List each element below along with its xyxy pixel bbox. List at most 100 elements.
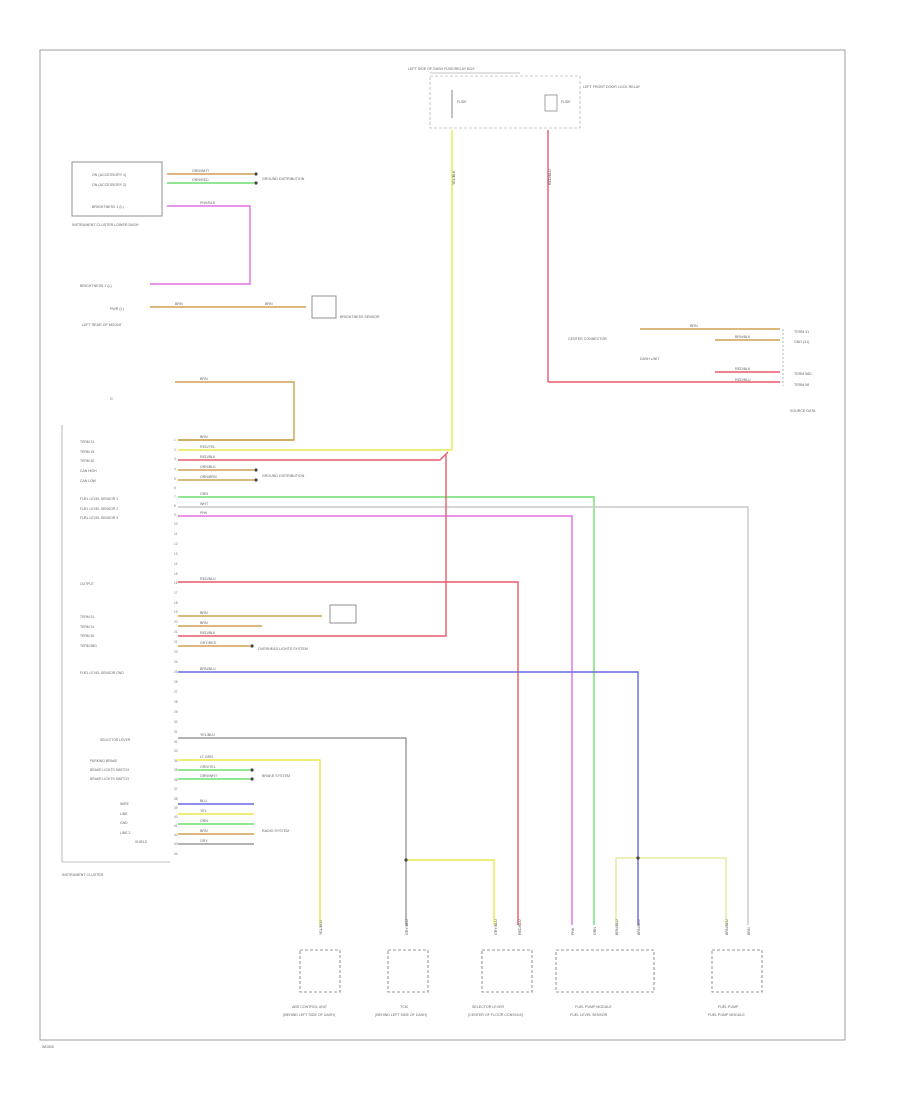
cluster-wire-label: RED/BLK bbox=[200, 455, 216, 459]
wire-6-label: BRN bbox=[200, 377, 208, 381]
upper-dest-label: GROUND DISTRIBUTION bbox=[262, 177, 305, 181]
fuel-pump-title: FUEL PUMP bbox=[718, 1005, 739, 1009]
abs-sub: (BEHIND LEFT SIDE OF DASH) bbox=[283, 1013, 335, 1017]
tcm-title: TCM bbox=[400, 1005, 408, 1009]
cluster-wire-label: YEL/BLU bbox=[200, 733, 215, 737]
svg-text:35: 35 bbox=[174, 768, 178, 772]
footer-tag: WD500 bbox=[42, 1045, 54, 1049]
right-wire-3-label: RED/BLK bbox=[735, 367, 751, 371]
svg-text:37: 37 bbox=[174, 787, 178, 791]
right-wire-2-label: BRN/BLK bbox=[735, 335, 751, 339]
fuel-sensor-title: FUEL PUMP MODULE bbox=[575, 1005, 612, 1009]
abs-control-unit: YEL/BLU ABS CONTROL UNIT (BEHIND LEFT SI… bbox=[283, 920, 341, 1017]
fuel-sensor-pin: GRN bbox=[593, 927, 597, 935]
svg-text:41: 41 bbox=[174, 824, 178, 828]
fuel-level-sensor: PNK GRN BRN/BLU BRN/BLU FUEL PUMP MODULE… bbox=[555, 919, 655, 1017]
fuse-a: FUSE bbox=[451, 90, 467, 118]
cluster-pin-label: FUEL LEVEL SENSOR GND bbox=[80, 671, 124, 675]
wire-parking-brake bbox=[178, 759, 321, 925]
cluster-pin-label: CAN HIGH bbox=[80, 469, 97, 473]
svg-text:26: 26 bbox=[174, 680, 178, 684]
cluster-wire-label: BRN bbox=[200, 621, 208, 625]
cluster-wire-label: ORN/BRN bbox=[200, 475, 217, 479]
svg-text:24: 24 bbox=[174, 660, 178, 664]
instrument-cluster: INSTRUMENT CLUSTER bbox=[61, 425, 170, 877]
right-pin-2: GND (31) bbox=[794, 340, 809, 344]
wire-fuel-sensor-2 bbox=[178, 506, 749, 925]
brightness-sensor-box bbox=[311, 295, 337, 319]
svg-text:27: 27 bbox=[174, 690, 178, 694]
wire-5-label: BRN bbox=[265, 302, 273, 306]
wire-fuel-sensor-gnd bbox=[178, 671, 639, 925]
cluster-pin-label: FUEL LEVEL SENSOR 3 bbox=[80, 516, 118, 520]
cluster-wire-label: LT GRN bbox=[200, 755, 213, 759]
right-module-label: CENTER CONNECTOR bbox=[568, 337, 607, 341]
cluster-wire-label: GRY/RED bbox=[200, 641, 217, 645]
power-l-label: PWR (L) bbox=[110, 307, 124, 311]
cluster-pin-label: SHIELD bbox=[135, 840, 148, 844]
selector-title: SELECTOR LEVER bbox=[472, 1005, 504, 1009]
cluster-wire-label: BRN bbox=[200, 611, 208, 615]
cluster-pin-label: TERM 31 bbox=[80, 615, 94, 619]
cluster-pin-label: TERM 15 bbox=[80, 450, 94, 454]
cluster-pin-label: BRAKE LIGHTS SWITCH bbox=[90, 768, 130, 772]
wire-upper-3-label: PNK/BLK bbox=[200, 201, 216, 205]
svg-text:36: 36 bbox=[174, 778, 178, 782]
wire-4-label: BRN bbox=[175, 302, 183, 306]
sensor-label: BRIGHTNESS SENSOR bbox=[340, 315, 380, 319]
cluster-wire-label: PNK bbox=[200, 511, 208, 515]
svg-text:33: 33 bbox=[174, 749, 178, 753]
cluster-pin-labels: TERM 31 TERM 15 TERM 30 CAN HIGH CAN LOW… bbox=[80, 440, 148, 844]
svg-text:11: 11 bbox=[174, 532, 178, 536]
svg-text:7: 7 bbox=[174, 495, 176, 499]
cluster-wire-label: BRN/BLU bbox=[200, 667, 216, 671]
svg-text:9: 9 bbox=[174, 513, 176, 517]
svg-text:1: 1 bbox=[174, 438, 176, 442]
cluster-wire-label: BRN bbox=[200, 435, 208, 439]
wire-fuel-pump-branch bbox=[615, 857, 727, 925]
fuel-pump: BRN/BLU BRN FUEL PUMP FUEL PUMP MODULE bbox=[708, 919, 763, 1017]
svg-text:14: 14 bbox=[174, 562, 178, 566]
cluster-pin-label: GND bbox=[120, 821, 128, 825]
svg-text:28: 28 bbox=[174, 700, 178, 704]
svg-text:22: 22 bbox=[174, 640, 178, 644]
wire-cluster-term30 bbox=[178, 451, 449, 461]
selector-sub: (CENTER OF FLOOR CONSOLE) bbox=[468, 1013, 523, 1017]
svg-text:17: 17 bbox=[174, 591, 178, 595]
svg-text:5: 5 bbox=[174, 477, 176, 481]
svg-text:34: 34 bbox=[174, 759, 178, 763]
svg-text:25: 25 bbox=[174, 670, 178, 674]
svg-text:4: 4 bbox=[174, 467, 176, 471]
fuel-sensor-pin: BRN/BLU bbox=[615, 919, 619, 935]
right-note: SOURCE DATA bbox=[790, 409, 816, 413]
cluster-ground-label: G bbox=[110, 397, 113, 401]
cluster-pin-label: TERM 58D bbox=[80, 644, 97, 648]
cluster-wire-label: RED/BLU bbox=[200, 577, 216, 581]
tcm-sub: (BEHIND LEFT SIDE OF DASH) bbox=[375, 1013, 427, 1017]
upper-module-label: INSTRUMENT CLUSTER LOWER DASH bbox=[72, 223, 139, 227]
wire-selector-lever bbox=[178, 737, 407, 925]
svg-text:15: 15 bbox=[174, 572, 178, 576]
cluster-wire-label: YEL bbox=[200, 809, 207, 813]
accessory-1-label: ON (ACCESSORY 1) bbox=[92, 173, 126, 177]
fuel-sensor-pin: PNK bbox=[571, 927, 575, 935]
abs-pin-label: YEL/BLU bbox=[319, 920, 323, 935]
svg-text:32: 32 bbox=[174, 740, 178, 744]
cluster-wire-labels: BRN RED/YEL RED/BLK ORN/BLK ORN/BRN GRN … bbox=[200, 435, 218, 843]
selector-pin-b: RED/BLU bbox=[518, 919, 522, 935]
svg-text:38: 38 bbox=[174, 797, 178, 801]
cluster-pin-label: TERM 30 bbox=[80, 634, 94, 638]
cluster-pin-label: TERM 31 bbox=[80, 440, 94, 444]
cluster-pin-label: TERM 31 bbox=[80, 625, 94, 629]
relay-label: LEFT FRONT DOOR LOCK RELAY bbox=[583, 85, 641, 89]
cluster-wire-label: RED/YEL bbox=[200, 445, 215, 449]
wire-cluster-term30b bbox=[178, 455, 447, 637]
wire-upper-1-label: GRN/WHT bbox=[192, 169, 210, 173]
svg-text:8: 8 bbox=[174, 504, 176, 508]
svg-text:10: 10 bbox=[174, 522, 178, 526]
cluster-pin-label: CAN LOW bbox=[80, 479, 97, 483]
cluster-nav-dest: RADIO SYSTEM bbox=[262, 829, 289, 833]
cluster-wire-label: ORN/BLK bbox=[200, 465, 216, 469]
fuse-b-label: FUSE bbox=[561, 100, 571, 104]
